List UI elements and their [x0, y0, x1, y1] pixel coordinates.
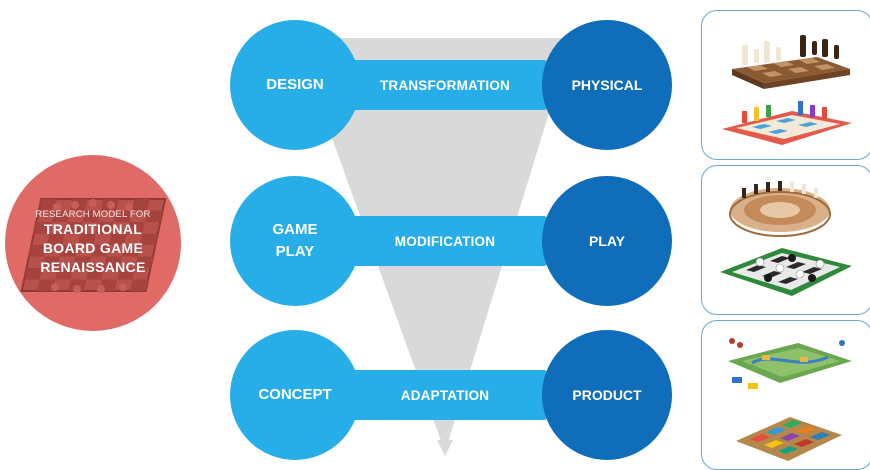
circular-chess-board-icon — [729, 181, 831, 237]
arrow-adaptation: ADAPTATION — [345, 370, 575, 420]
circle-label-physical: PHYSICAL — [571, 77, 643, 93]
circle-game-play: GAME PLAY — [230, 176, 360, 306]
chessboard-icon — [20, 198, 167, 293]
badge-subtitle: RESEARCH MODEL FOR — [35, 209, 151, 220]
arrow-modification: MODIFICATION — [345, 216, 575, 266]
circle-label-game: GAME — [272, 221, 318, 238]
arrow-transformation: TRANSFORMATION — [345, 60, 575, 110]
arrow-label-modification: MODIFICATION — [394, 233, 496, 249]
circle-concept: CONCEPT — [230, 330, 360, 460]
mosaic-board-game-icon — [736, 417, 842, 461]
wooden-chess-set-icon — [732, 35, 850, 89]
research-model-badge: RESEARCH MODEL FOR TRADITIONAL BOARD GAM… — [5, 155, 181, 331]
circle-label-play: PLAY — [588, 233, 626, 249]
circle-label-game-play: GAME PLAY — [273, 219, 318, 263]
panel-physical-images — [701, 10, 870, 160]
panel-product-images — [701, 320, 870, 470]
circle-design: DESIGN — [230, 20, 360, 150]
circle-label-product: PRODUCT — [572, 387, 642, 403]
circle-play: PLAY — [542, 176, 672, 306]
colorful-chess-set-icon — [722, 101, 852, 145]
checkers-board-icon — [720, 248, 852, 296]
badge-line-2: BOARD GAME — [42, 240, 144, 256]
board-game-map-icon — [728, 338, 852, 389]
badge-line-1: TRADITIONAL — [43, 221, 143, 237]
circle-label-play-left: PLAY — [275, 243, 315, 260]
arrow-label-transformation: TRANSFORMATION — [379, 77, 511, 93]
circle-product: PRODUCT — [542, 330, 672, 460]
circle-label-concept: CONCEPT — [258, 386, 332, 403]
circle-label-design: DESIGN — [266, 76, 324, 93]
badge-line-3: RENAISSANCE — [40, 259, 146, 275]
panel-play-images — [701, 165, 870, 315]
circle-physical: PHYSICAL — [542, 20, 672, 150]
badge-text: RESEARCH MODEL FOR TRADITIONAL BOARD GAM… — [5, 209, 181, 277]
arrow-label-adaptation: ADAPTATION — [400, 387, 490, 403]
